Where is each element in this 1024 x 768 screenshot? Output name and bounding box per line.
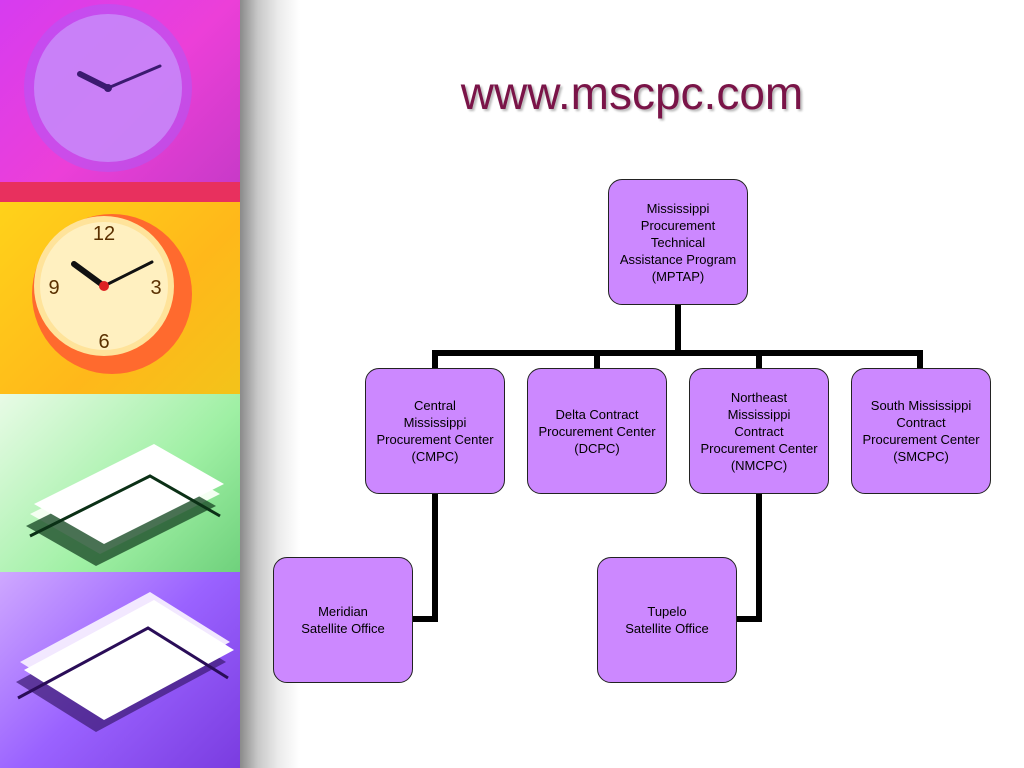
svg-text:3: 3 [150,277,161,299]
page-title: www.mscpc.com [460,67,804,119]
org-node-mptap: Mississippi Procurement Technical Assist… [608,179,748,305]
dcpc-drop-connector [594,350,600,368]
svg-text:12: 12 [93,223,115,245]
clock-icon: 12 3 6 9 [32,214,192,374]
decorative-image-strip: 12 3 6 9 [0,0,240,768]
green-papers-panel [0,394,240,572]
meridian-horizontal-connector [410,616,438,622]
horizontal-connector [432,350,923,356]
org-node-smcpc: South Mississippi Contract Procurement C… [851,368,991,494]
violet-papers-panel [0,572,240,768]
root-connector [675,304,681,356]
svg-text:9: 9 [48,277,59,299]
yellow-clock-panel: 12 3 6 9 [0,202,240,394]
tupelo-horizontal-connector [735,616,762,622]
org-node-cmpc: Central Mississippi Procurement Center (… [365,368,505,494]
paper-stack-icon [16,592,234,732]
purple-clock-panel [0,0,240,182]
org-node-dcpc: Delta Contract Procurement Center (DCPC) [527,368,667,494]
smcpc-drop-connector [917,350,923,368]
svg-text:6: 6 [98,331,109,353]
red-band [0,182,240,202]
org-node-tupelo: Tupelo Satellite Office [597,557,737,683]
meridian-vertical-connector [432,494,438,622]
nmcpc-drop-connector [756,350,762,368]
tupelo-vertical-connector [756,494,762,622]
paper-stack-icon [26,444,224,566]
org-node-nmcpc: Northeast Mississippi Contract Procureme… [689,368,829,494]
org-node-meridian: Meridian Satellite Office [273,557,413,683]
clock-icon [24,4,192,172]
cmpc-drop-connector [432,350,438,368]
